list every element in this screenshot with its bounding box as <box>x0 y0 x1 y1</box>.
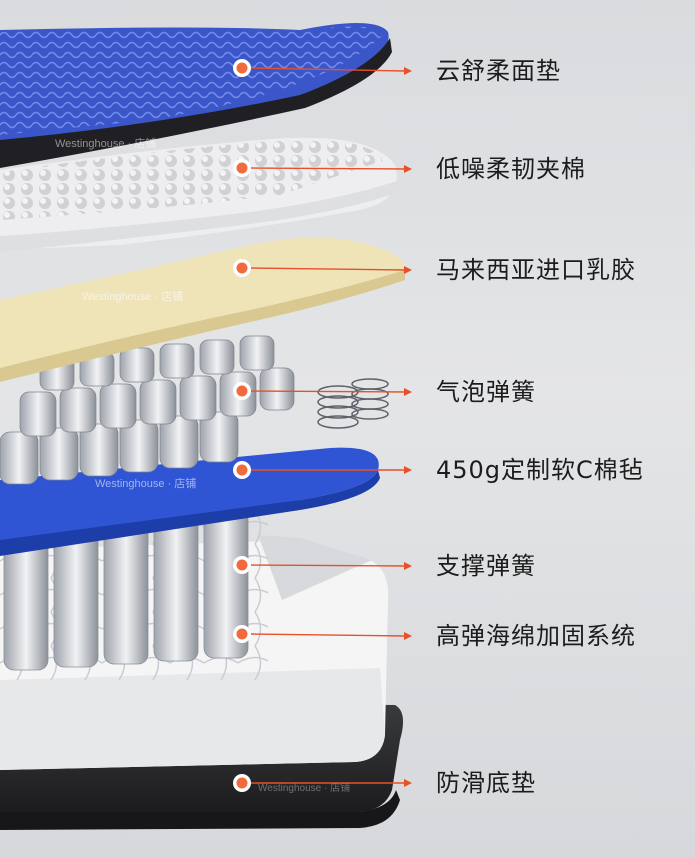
layer-bubble-springs <box>0 335 389 485</box>
layer-padding <box>0 137 405 252</box>
watermark: Westinghouse · 店铺 <box>82 289 183 303</box>
callout-marker <box>233 625 412 643</box>
callout-marker <box>233 556 412 574</box>
watermark: Westinghouse · 店铺 <box>258 781 350 794</box>
callout-marker <box>233 159 412 177</box>
layer-top-quilt <box>0 22 392 168</box>
layer-support-springs <box>0 505 268 680</box>
label-felt-pad: 450g定制软C棉毡 <box>436 456 644 484</box>
callout-marker <box>233 382 412 400</box>
callout-group <box>233 59 412 792</box>
watermark: Westinghouse · 店铺 <box>95 476 196 490</box>
callout-marker <box>233 774 412 792</box>
callout-marker <box>233 59 412 77</box>
label-support-springs: 支撑弹簧 <box>436 552 536 580</box>
label-padding: 低噪柔韧夹棉 <box>436 155 586 183</box>
label-foam-frame: 高弹海绵加固系统 <box>436 622 636 650</box>
label-latex: 马来西亚进口乳胶 <box>436 256 636 284</box>
label-top-quilt: 云舒柔面垫 <box>436 57 561 85</box>
watermark: Westinghouse · 店铺 <box>55 136 156 150</box>
layer-latex <box>0 237 407 382</box>
label-bubble-springs: 气泡弹簧 <box>436 378 536 406</box>
callout-marker <box>233 259 412 277</box>
callout-marker <box>233 461 412 479</box>
label-anti-slip-base: 防滑底垫 <box>436 769 536 797</box>
